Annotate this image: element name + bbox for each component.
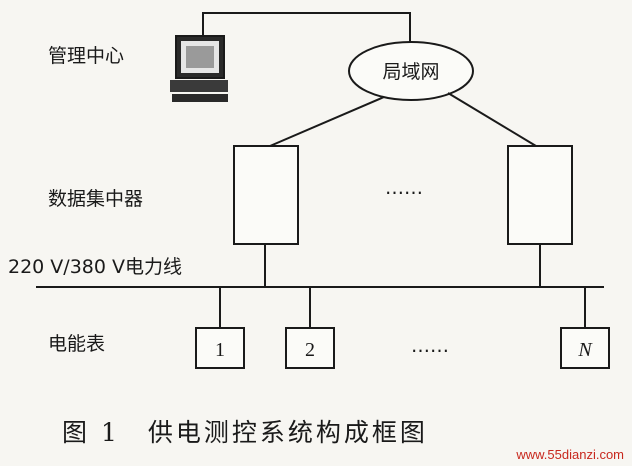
link-computer-lan xyxy=(202,12,411,46)
label-energy-meter: 电能表 xyxy=(48,333,105,355)
label-power-line: 220 V/380 V电力线 xyxy=(8,256,182,278)
meter-box-2 xyxy=(285,327,335,369)
watermark: www.55dianzi.com xyxy=(515,447,624,462)
concentrator-box-2 xyxy=(507,145,573,245)
meter-label-n: N xyxy=(577,339,593,361)
link-lan-concentrator-2 xyxy=(447,92,537,147)
meter-box-1 xyxy=(195,327,245,369)
computer-icon xyxy=(170,35,228,102)
figure-caption: 图 1 供电测控系统构成框图 xyxy=(62,418,428,447)
label-data-concentrator: 数据集中器 xyxy=(48,188,143,210)
ellipsis-concentrators: …… xyxy=(385,177,423,199)
meter-box-n xyxy=(560,327,610,369)
link-lan-concentrator-1 xyxy=(269,96,385,147)
ellipsis-meters: …… xyxy=(411,335,449,357)
lan-ellipse xyxy=(348,41,474,101)
label-lan: 局域网 xyxy=(382,61,439,83)
label-management-center: 管理中心 xyxy=(48,45,124,67)
meter-label-1: 1 xyxy=(215,339,225,361)
concentrator-box-1 xyxy=(233,145,299,245)
meter-label-2: 2 xyxy=(305,339,315,361)
